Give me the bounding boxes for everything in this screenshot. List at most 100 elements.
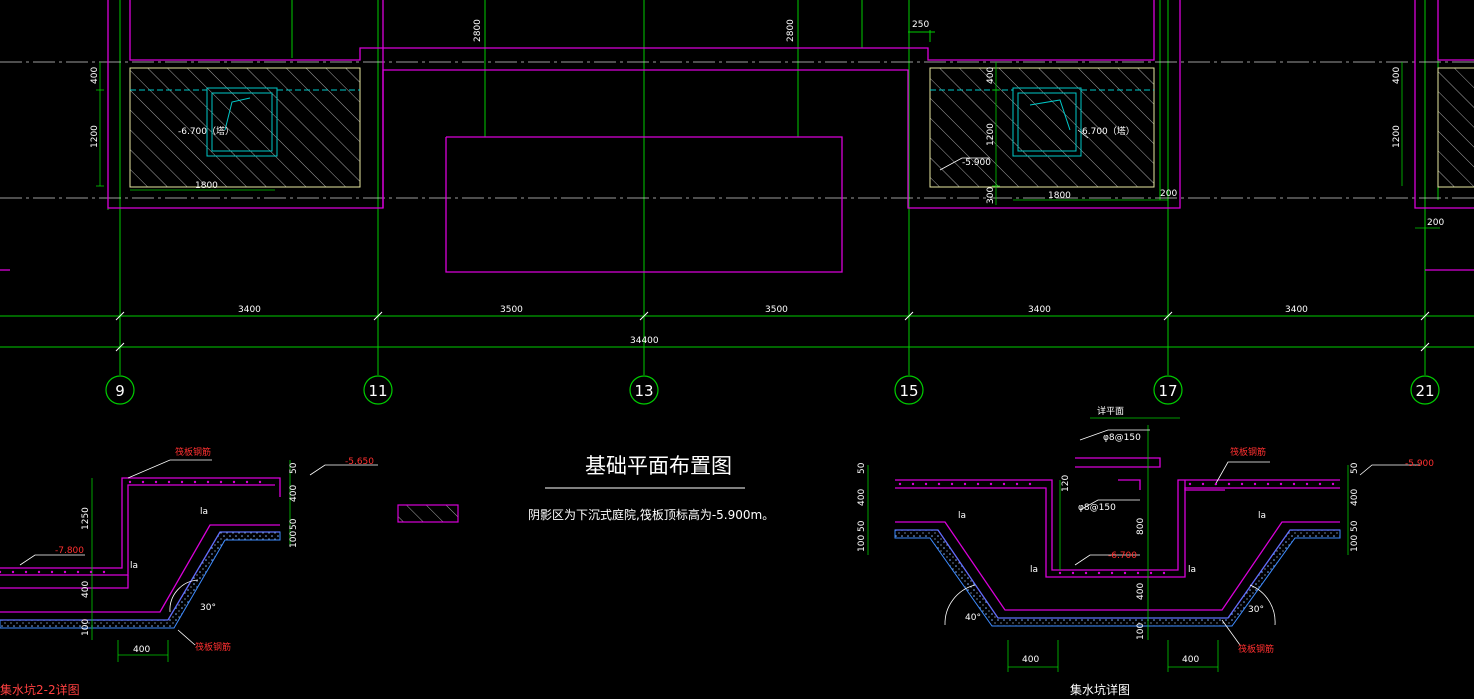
- right-dim-l2: 400: [857, 489, 867, 506]
- drawing-note: 阴影区为下沉式庭院,筏板顶标高为-5.900m。: [528, 507, 774, 522]
- right-dim-l1: 50: [857, 462, 867, 474]
- span-3: 3500: [765, 305, 788, 315]
- rebar-dot: [963, 482, 967, 486]
- left-angle: 30°: [200, 603, 216, 613]
- left-elev-top: -5.650: [345, 457, 374, 467]
- right-bar-1: φ8@150: [1103, 433, 1141, 443]
- right-dim-r4: 100: [1350, 535, 1360, 552]
- rebar-dot: [1214, 482, 1218, 486]
- title-block: 基础平面布置图 阴影区为下沉式庭院,筏板顶标高为-5.900m。: [397, 454, 774, 523]
- axis-bubbles: 9 11 13 15 17 21: [105, 375, 1440, 405]
- left-dim-h1: 400: [133, 645, 150, 655]
- right-caption: 集水坑详图: [1070, 682, 1130, 697]
- span-2: 3500: [500, 305, 523, 315]
- left-caption: 集水坑2-2详图: [0, 682, 80, 697]
- right-dim-m4: 100: [1136, 623, 1146, 640]
- rebar-dot: [206, 480, 210, 484]
- span-4: 3400: [1028, 305, 1051, 315]
- rebar-dot: [219, 480, 223, 484]
- right-rebar-label-2: 筏板钢筋: [1238, 643, 1274, 655]
- right-dim-r2: 400: [1350, 489, 1360, 506]
- rebar-dot: [1318, 482, 1322, 486]
- rebar-dot: [258, 480, 262, 484]
- rebar-dot: [1123, 571, 1127, 575]
- left-dim-r1: 50: [289, 462, 299, 474]
- plan-dim-lines: [96, 62, 1440, 229]
- rebar-dot: [1058, 571, 1062, 575]
- left-dim-r4: 100: [289, 531, 299, 548]
- right-dim-r1: 50: [1350, 462, 1360, 474]
- rebar-dot: [976, 482, 980, 486]
- dim-right-2: 1200: [986, 123, 996, 146]
- right-rebar-label: 筏板钢筋: [1230, 446, 1266, 458]
- axis-bubble-13: 13: [629, 375, 659, 405]
- right-dim-l4: 100: [857, 535, 867, 552]
- axis-label-15: 15: [899, 382, 918, 400]
- right-dim-r3: 50: [1350, 520, 1360, 532]
- rebar-dot: [1084, 571, 1088, 575]
- right-la-1: la: [958, 511, 966, 521]
- rebar-dot: [989, 482, 993, 486]
- dim-far-1: 400: [1392, 67, 1402, 84]
- rebar-dot: [924, 482, 928, 486]
- rebar-dot: [1227, 482, 1231, 486]
- dim-far-3: 200: [1427, 218, 1444, 228]
- total-span: 34400: [630, 336, 659, 346]
- drawing-title: 基础平面布置图: [585, 454, 732, 478]
- rebar-dot: [128, 480, 132, 484]
- dim-right-3: 300: [986, 187, 996, 204]
- rebar-dot: [1162, 571, 1166, 575]
- right-dim-l3: 50: [857, 520, 867, 532]
- rebar-dot: [1240, 482, 1244, 486]
- right-angle-r: 30°: [1248, 605, 1264, 615]
- left-dim-r3: 50: [289, 518, 299, 530]
- dim-top-3: 250: [912, 20, 929, 30]
- right-angle-l: 40°: [965, 613, 981, 623]
- rebar-dot: [37, 570, 41, 574]
- detail-left: 筏板钢筋 筏板钢筋 -5.650 -7.800 1250 400 100 400…: [0, 446, 378, 697]
- dim-top-2: 2800: [786, 19, 796, 42]
- dim-right-1: 400: [986, 67, 996, 84]
- rebar-dot: [102, 570, 106, 574]
- rebar-dot: [1253, 482, 1257, 486]
- left-dim-v2: 400: [81, 581, 91, 598]
- right-dim-m2: 800: [1136, 518, 1146, 535]
- right-dim-m3: 400: [1136, 583, 1146, 600]
- right-dim-m1: 120: [1061, 475, 1071, 492]
- left-elev-mid: -7.800: [55, 546, 84, 556]
- dash-axes: [0, 61, 1474, 199]
- rebar-dot: [1279, 482, 1283, 486]
- rebar-dot: [11, 570, 15, 574]
- rebar-dot: [1015, 482, 1019, 486]
- rebar-dot: [1292, 482, 1296, 486]
- legend-hatch-swatch: [397, 504, 459, 523]
- left-la-1: la: [200, 507, 208, 517]
- left-rebar-label: 筏板钢筋: [175, 446, 211, 458]
- rebar-dot: [232, 480, 236, 484]
- right-bar-2: φ8@150: [1078, 503, 1116, 513]
- rebar-dot: [1149, 571, 1153, 575]
- axis-label-11: 11: [368, 382, 387, 400]
- axis-bubble-9: 9: [105, 375, 135, 405]
- dim-top-1: 2800: [473, 19, 483, 42]
- axis-ticks: [115, 311, 1430, 352]
- axis-label-21: 21: [1415, 382, 1434, 400]
- left-dim-r2: 400: [289, 485, 299, 502]
- rebar-dot: [180, 480, 184, 484]
- right-elev-top: -5.900: [1405, 459, 1434, 469]
- rebar-dots: [0, 480, 1335, 575]
- rebar-dot: [911, 482, 915, 486]
- rebar-dot: [245, 480, 249, 484]
- elev-pit2: -5.900: [962, 158, 991, 168]
- rebar-dot: [1002, 482, 1006, 486]
- axis-bubble-11: 11: [363, 375, 393, 405]
- axis-label-9: 9: [115, 382, 125, 400]
- left-rebar-label-2: 筏板钢筋: [195, 641, 231, 653]
- pit-outlines: [130, 87, 1154, 157]
- wall-outline: [0, 0, 1474, 273]
- rebar-dot: [1266, 482, 1270, 486]
- span-1: 3400: [238, 305, 261, 315]
- right-la-3: la: [1030, 565, 1038, 575]
- rebar-dot: [0, 570, 2, 574]
- dim-far-2: 1200: [1392, 125, 1402, 148]
